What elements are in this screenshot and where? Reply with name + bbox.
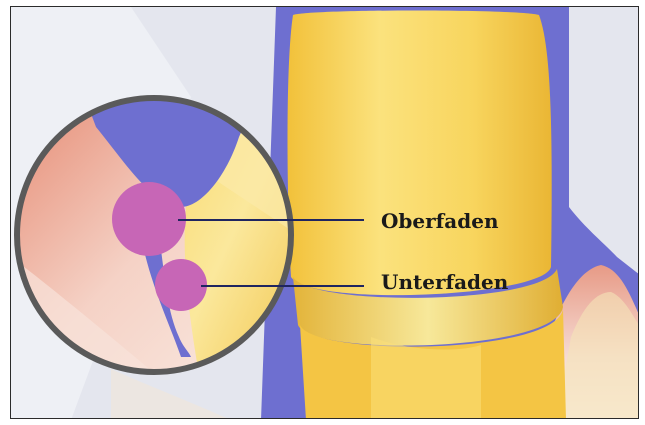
needle-shaft (288, 11, 552, 296)
stitch-illustration (11, 7, 639, 419)
lower-thread-label: Unterfaden (381, 272, 508, 292)
illustration-frame: Oberfaden Unterfaden (10, 6, 639, 419)
needle-lower-shine (371, 337, 481, 419)
upper-thread-label: Oberfaden (381, 211, 498, 231)
upper-thread-dot (112, 182, 186, 256)
lower-thread-dot (155, 259, 207, 311)
